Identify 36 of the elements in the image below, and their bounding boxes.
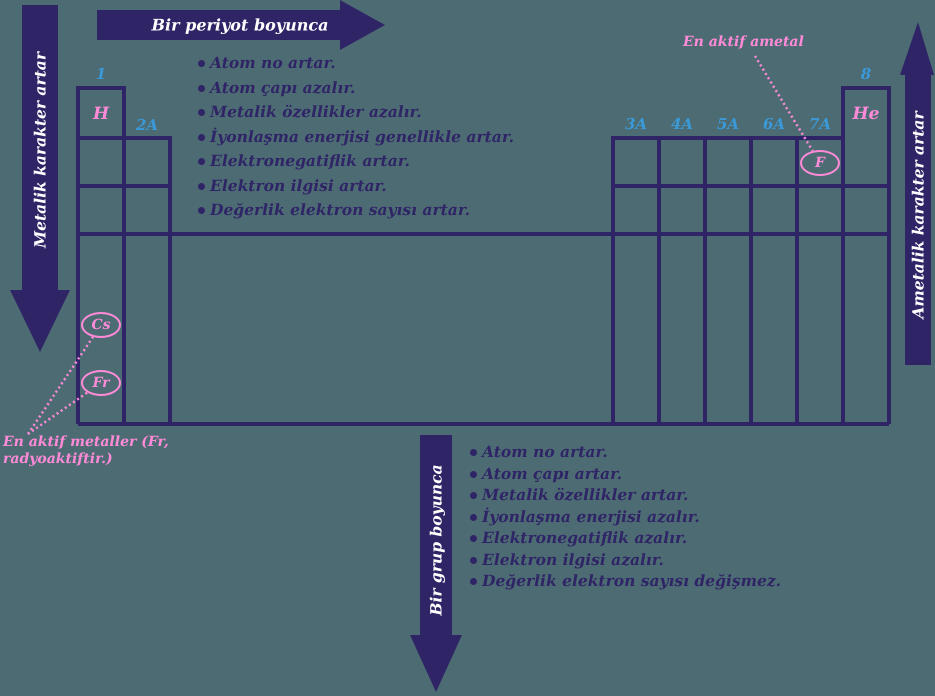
bullet-point-text: Elektronegatiflik azalır. bbox=[482, 529, 688, 547]
group-number: 2A bbox=[136, 116, 158, 134]
element-circle: Fr bbox=[81, 370, 121, 396]
group-number: 7A bbox=[808, 115, 832, 133]
group-number: 5A bbox=[716, 115, 740, 133]
callout-text: En aktif metaller (Fr, radyoaktiftir.) bbox=[3, 434, 175, 474]
group-number: 3A bbox=[624, 115, 648, 133]
bullet-point-text: Atom çapı azalır. bbox=[210, 78, 356, 96]
bullet-point-text: Metalik özellikler artar. bbox=[482, 486, 688, 504]
arrow-label: Metalik karakter artar bbox=[30, 52, 50, 248]
bullet-point-text: Değerlik elektron sayısı artar. bbox=[210, 201, 470, 219]
bullet-point-text: İyonlaşma enerjisi azalır. bbox=[482, 508, 700, 526]
callout-text: En aktif ametal bbox=[683, 34, 843, 56]
bullet-point-text: Atom çapı artar. bbox=[482, 464, 622, 482]
element-circle: F bbox=[800, 150, 840, 176]
bullet-point-text: İyonlaşma enerjisi genellikle artar. bbox=[210, 128, 514, 146]
group-number: 1 bbox=[96, 65, 106, 83]
bullet-point-text: Elektronegatiflik artar. bbox=[210, 152, 410, 170]
arrow-label: Bir periyot boyunca bbox=[152, 16, 328, 34]
bullet-point-text: Elektron ilgisi azalır. bbox=[482, 550, 664, 568]
element-circle: Cs bbox=[81, 312, 121, 338]
bullet-point-text: Elektron ilgisi artar. bbox=[210, 176, 387, 194]
bullet-point-text: Atom no artar. bbox=[482, 443, 608, 461]
arrow-label: Ametalik karakter artar bbox=[908, 111, 928, 319]
bullet-point-text: Atom no artar. bbox=[210, 54, 336, 72]
bullet-point-text: Metalik özellikler azalır. bbox=[210, 103, 422, 121]
leader-line bbox=[27, 392, 88, 436]
bullet-point-text: Değerlik elektron sayısı değişmez. bbox=[482, 572, 782, 590]
element-symbol: He bbox=[852, 104, 880, 124]
group-number: 4A bbox=[670, 115, 694, 133]
leader-line bbox=[26, 336, 94, 435]
arrow-label: Bir grup boyunca bbox=[426, 464, 446, 616]
group-number: 6A bbox=[762, 115, 786, 133]
leader-line bbox=[754, 55, 814, 152]
group-number: 8 bbox=[860, 65, 872, 83]
element-symbol: H bbox=[92, 104, 110, 124]
